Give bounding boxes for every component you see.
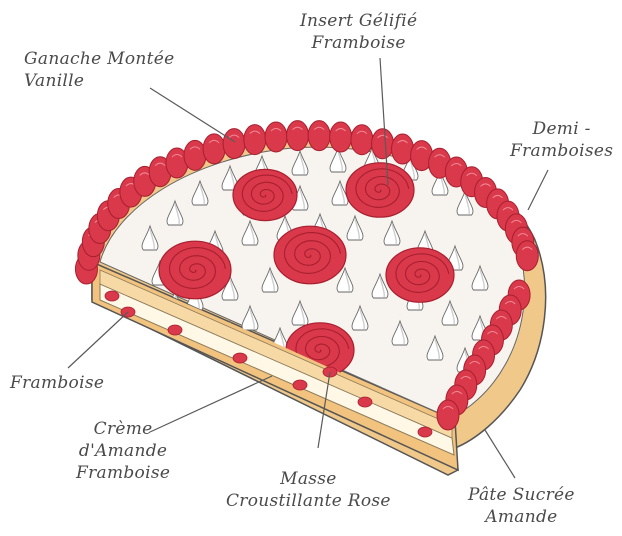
demi-framboise <box>516 241 538 271</box>
leader-framboise <box>68 312 128 368</box>
leader-demi <box>528 170 548 210</box>
label-masse-croustillante: Masse Croustillante Rose <box>226 468 391 512</box>
raspberry-piece <box>233 353 247 363</box>
raspberry-piece <box>418 427 432 437</box>
demi-framboise <box>437 400 459 430</box>
demi-framboise <box>184 140 206 170</box>
demi-framboise <box>351 125 373 155</box>
demi-framboise <box>244 125 266 155</box>
label-pate-sucree: Pâte Sucrée Amande <box>468 484 575 528</box>
label-demi-framboises: Demi - Framboises <box>510 118 613 162</box>
demi-framboise <box>372 129 394 159</box>
label-framboise: Framboise <box>10 372 104 394</box>
leader-ganache <box>150 88 235 142</box>
label-ganache-montee: Ganache Montée Vanille <box>24 48 174 92</box>
raspberry-piece <box>293 380 307 390</box>
demi-framboise <box>308 121 330 151</box>
raspberry-piece <box>168 325 182 335</box>
demi-framboise <box>330 122 352 152</box>
raspberry-piece <box>358 397 372 407</box>
demi-framboise <box>392 134 414 164</box>
demi-framboise <box>287 121 309 151</box>
raspberry-piece <box>105 291 119 301</box>
demi-framboise <box>265 122 287 152</box>
label-insert-gelifie: Insert Gélifié Framboise <box>300 10 417 54</box>
leader-pate <box>485 430 515 478</box>
label-creme-amande-framboise: Crème d'Amande Framboise <box>76 418 170 484</box>
demi-framboise <box>203 134 225 164</box>
demi-framboise <box>223 129 245 159</box>
